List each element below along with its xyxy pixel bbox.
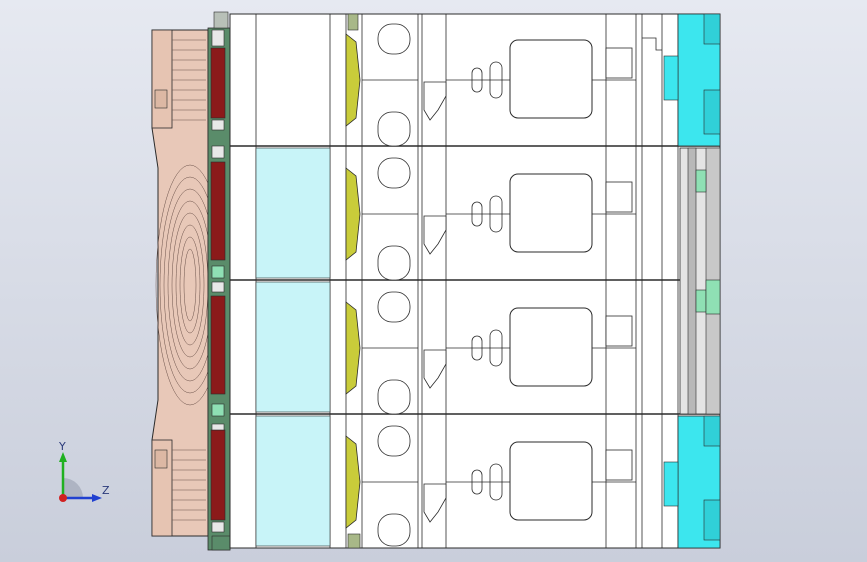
module-1 xyxy=(345,13,662,147)
z-axis-label: Z xyxy=(102,484,110,497)
module-4 xyxy=(345,425,636,549)
terminal-block xyxy=(663,13,721,549)
triad-axes xyxy=(59,452,102,502)
coordinate-triad: Y Z xyxy=(44,436,124,516)
module-2 xyxy=(345,157,636,281)
breaker-body xyxy=(229,13,721,549)
end-cover xyxy=(151,29,225,537)
contact-strip xyxy=(207,11,231,551)
module-3 xyxy=(345,291,636,415)
y-axis-label: Y xyxy=(59,440,66,453)
origin-dot xyxy=(59,494,67,502)
